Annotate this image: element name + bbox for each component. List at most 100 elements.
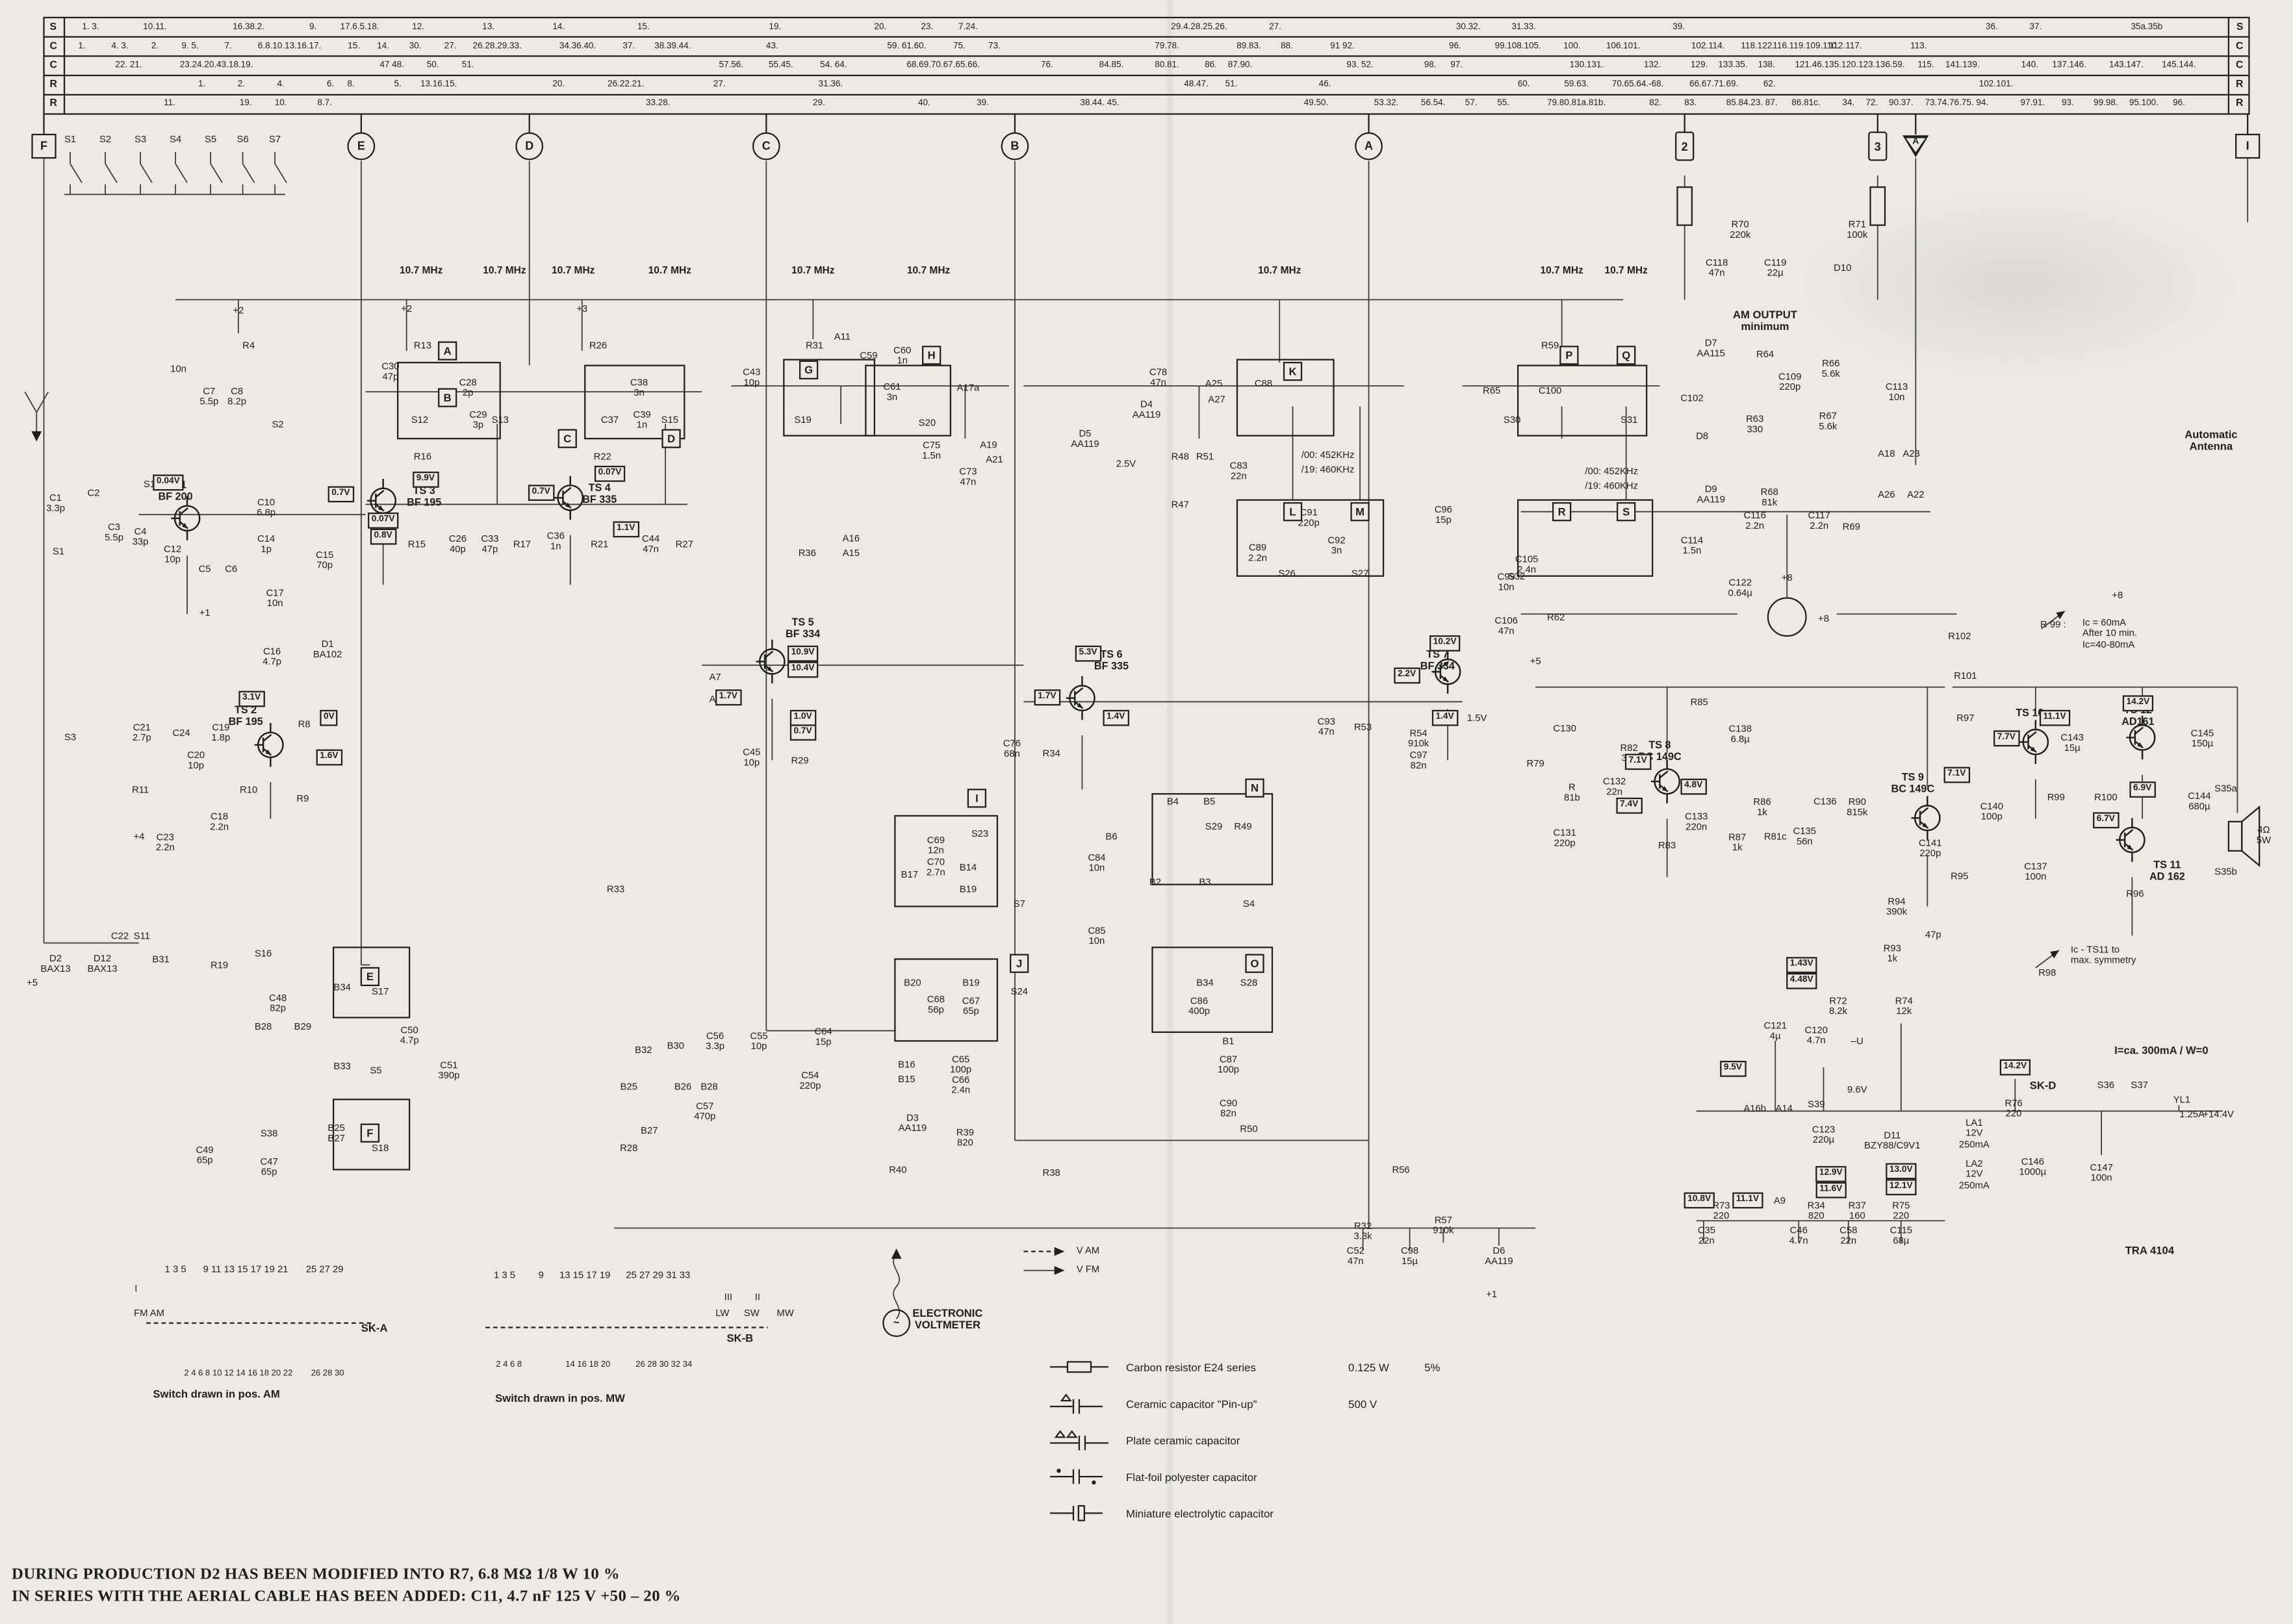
grid-ref-number: 93. 52. bbox=[1346, 61, 1374, 70]
grid-ref-number: 53.32. bbox=[1374, 99, 1399, 109]
voltage-box: 0.7V bbox=[327, 486, 354, 502]
grid-ref-number: 113. bbox=[1910, 42, 1927, 51]
component-label: C29 3p bbox=[469, 410, 487, 431]
component-label: 1.5V bbox=[1467, 713, 1487, 724]
component-label: R33 bbox=[606, 885, 625, 896]
component-label: A17a bbox=[956, 383, 980, 394]
component-label: R98 bbox=[2038, 968, 2056, 979]
grid-ref-number: 143.147. bbox=[2109, 61, 2144, 70]
component-label: C102 bbox=[1680, 394, 1704, 404]
component-label: R67 5.6k bbox=[1819, 411, 1838, 433]
component-label: R4 bbox=[242, 341, 255, 351]
component-label: C96 15p bbox=[1434, 505, 1452, 527]
component-label: C26 40p bbox=[448, 534, 467, 556]
component-label: R34 820 bbox=[1807, 1201, 1825, 1223]
component-label: C10 6.8p bbox=[257, 498, 276, 519]
grid-ref-number: 83. bbox=[1684, 99, 1697, 109]
component-label: S3 bbox=[64, 733, 77, 744]
grid-row-label: C bbox=[2236, 41, 2244, 52]
section-marker: D bbox=[515, 132, 544, 160]
component-label: 14 16 18 20 bbox=[565, 1360, 611, 1370]
grid-ref-number: 30.32. bbox=[1455, 23, 1481, 32]
component-label: S35a bbox=[2214, 784, 2237, 794]
grid-ref-number: 56.54. bbox=[1420, 99, 1446, 109]
component-label: R87 1k bbox=[1728, 832, 1747, 854]
component-label: C115 68µ bbox=[1889, 1226, 1912, 1247]
grid-ref-number: 96. bbox=[2173, 99, 2185, 109]
section-marker: I bbox=[2235, 133, 2261, 159]
grid-ref-number: 9. 5. bbox=[181, 42, 199, 51]
grid-row-label: C bbox=[49, 60, 57, 71]
component-label: C46 4.7n bbox=[1789, 1226, 1808, 1247]
component-label: S4 bbox=[1242, 899, 1255, 910]
component-label: III bbox=[724, 1293, 732, 1303]
component-label: C97 82n bbox=[1409, 750, 1428, 772]
voltage-box: 10.9V bbox=[788, 645, 819, 662]
component-label: S26 bbox=[1278, 569, 1296, 579]
component-label: R73 220 bbox=[1712, 1201, 1730, 1223]
component-label: LA2 12V 250mA bbox=[1958, 1159, 1990, 1191]
grid-ref-number: 55.45. bbox=[769, 61, 793, 70]
grid-ref-number: 31.33. bbox=[1511, 23, 1536, 32]
voltage-box: 0.7V bbox=[789, 724, 816, 741]
component-label: +4 bbox=[133, 832, 145, 843]
component-label: A9 bbox=[1773, 1196, 1786, 1207]
grid-ref-number: 145.144. bbox=[2162, 61, 2196, 70]
voltage-box: 0.8V bbox=[370, 528, 396, 545]
component-label: R74 12k bbox=[1895, 996, 1913, 1018]
symbol-legend: Carbon resistor E24 series 0.125 W 5% Ce… bbox=[1049, 1357, 1441, 1524]
component-label: S1 bbox=[64, 134, 77, 146]
grid-ref-number: 85.84.23. 87. bbox=[1726, 99, 1778, 109]
grid-ref-number: 62. bbox=[1763, 81, 1776, 90]
component-label: B25 B27 bbox=[327, 1123, 345, 1145]
component-label: D5 AA119 bbox=[1071, 429, 1099, 451]
voltage-box: 9.5V bbox=[1720, 1061, 1746, 1077]
grid-ref-number: 23. bbox=[921, 23, 934, 32]
component-label: C100 bbox=[1538, 386, 1562, 397]
component-label: C1 3.3p bbox=[46, 493, 65, 515]
component-label: S35b bbox=[2214, 867, 2237, 878]
component-label: C117 2.2n bbox=[1808, 511, 1830, 533]
grid-ref-number: 34. bbox=[1842, 99, 1855, 109]
component-label: C58 22n bbox=[1839, 1226, 1858, 1247]
grid-ref-number: 4. 3. bbox=[111, 42, 129, 51]
legend-text: Miniature electrolytic capacitor bbox=[1125, 1506, 1274, 1520]
legend-text: Flat-foil polyester capacitor bbox=[1125, 1469, 1257, 1484]
component-label: 25 27 29 bbox=[305, 1265, 344, 1276]
component-label: B19 bbox=[959, 885, 977, 896]
component-label: TS 11 AD 162 bbox=[2149, 857, 2185, 883]
component-label: C67 65p bbox=[962, 996, 980, 1018]
grid-ref-number: 72. bbox=[1865, 99, 1878, 109]
legend-symbol bbox=[1049, 1503, 1126, 1524]
component-label: D9 AA119 bbox=[1697, 485, 1725, 506]
grid-ref-number: 66.67.71.69. bbox=[1689, 81, 1739, 90]
component-label: R11 bbox=[131, 785, 149, 796]
marker-letter: 3 bbox=[1874, 139, 1881, 153]
component-label: A18 bbox=[1878, 449, 1895, 460]
grid-ref-number: 1. 3. bbox=[82, 23, 99, 32]
component-label: R47 bbox=[1171, 500, 1189, 511]
component-label: B19 bbox=[962, 978, 980, 989]
component-label: R40 bbox=[889, 1165, 907, 1176]
marker-letter: A bbox=[1364, 139, 1374, 153]
component-label: C143 15µ bbox=[2060, 733, 2084, 755]
component-label: C130 bbox=[1553, 724, 1576, 735]
component-label: 25 27 29 31 33 bbox=[626, 1271, 691, 1282]
speaker-icon bbox=[2227, 820, 2243, 852]
legend-item: Miniature electrolytic capacitor bbox=[1049, 1503, 1441, 1524]
grid-row-label: R bbox=[2236, 99, 2244, 110]
legend-symbol bbox=[1049, 1357, 1126, 1378]
transistor-icon bbox=[2017, 717, 2055, 774]
if-can bbox=[584, 364, 685, 440]
component-label: S20 bbox=[918, 418, 936, 429]
grid-ref-number: 29.4.28.25.26. bbox=[1171, 23, 1227, 32]
component-label: R26 bbox=[589, 341, 608, 351]
component-label: C12 10p bbox=[163, 544, 182, 566]
component-label: C140 100p bbox=[1980, 802, 2004, 824]
component-label: S1 bbox=[52, 547, 65, 558]
coil-section-letter: E bbox=[360, 967, 380, 987]
component-label: MW bbox=[776, 1308, 794, 1319]
component-label: R81c bbox=[1763, 832, 1787, 843]
component-label: C145 150µ bbox=[2190, 729, 2214, 750]
component-label: R57 910k bbox=[1433, 1215, 1454, 1237]
